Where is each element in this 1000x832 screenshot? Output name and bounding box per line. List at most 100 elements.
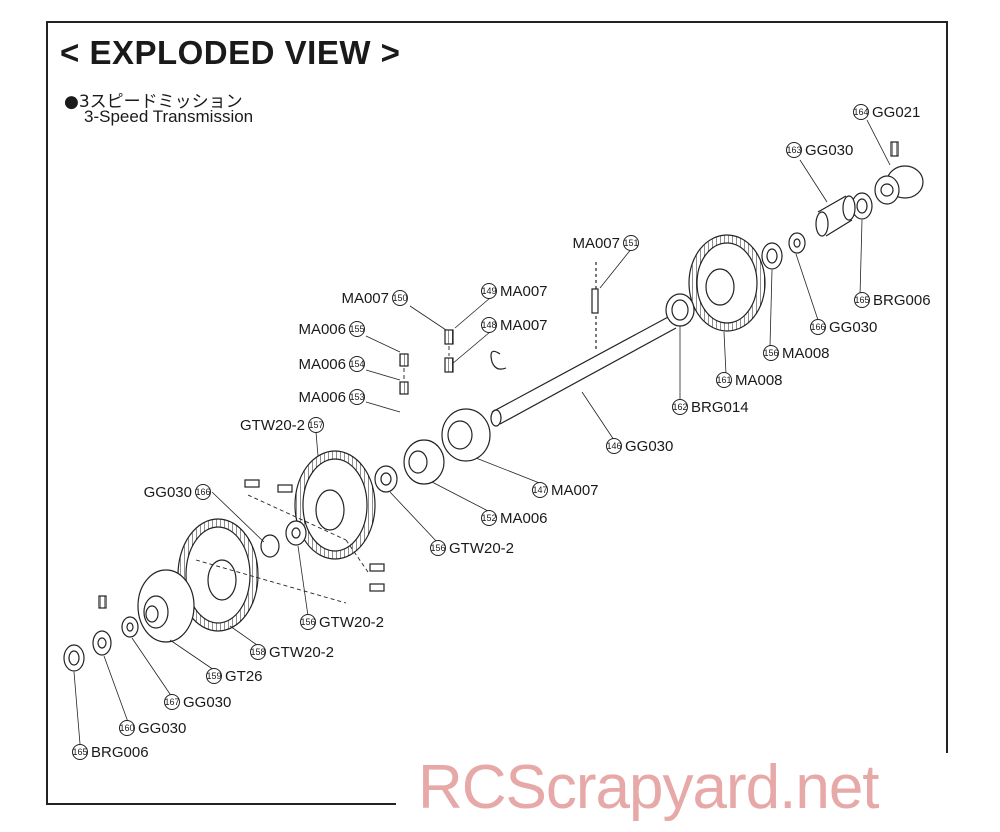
left-bearing bbox=[63, 644, 85, 672]
callout-number-circle bbox=[854, 292, 870, 308]
callout-part-code: GG030 bbox=[625, 438, 673, 455]
callout-number: 165 bbox=[72, 747, 87, 757]
callout-part-code: GTW20-2 bbox=[319, 614, 384, 631]
callout-part-code: MA007 bbox=[500, 317, 548, 334]
callout-number: 166 bbox=[195, 487, 210, 497]
callout-149-ma007: 149 MA007 bbox=[481, 283, 548, 300]
callout-part-code: MA008 bbox=[782, 345, 830, 362]
clip-ring bbox=[490, 350, 507, 370]
callout-152-ma006: 152 MA006 bbox=[481, 510, 548, 527]
callout-164-gg021: 164 GG021 bbox=[853, 104, 920, 121]
hub-159 bbox=[137, 569, 195, 643]
callout-number: 165 bbox=[854, 295, 869, 305]
callout-number-circle bbox=[481, 283, 497, 299]
callout-number-circle bbox=[623, 235, 639, 251]
parts-illustration bbox=[63, 119, 924, 745]
callout-part-code: MA007 bbox=[341, 290, 389, 307]
callout-number-circle bbox=[308, 417, 324, 433]
callout-number: 156 bbox=[300, 617, 315, 627]
callout-part-code: MA007 bbox=[572, 235, 620, 252]
bearing-147 bbox=[441, 408, 491, 462]
frame-bottom-border bbox=[46, 803, 396, 805]
callout-number: 157 bbox=[308, 420, 323, 430]
callout-number: 163 bbox=[786, 145, 801, 155]
callout-number: 159 bbox=[206, 671, 221, 681]
callout-number-circle bbox=[392, 290, 408, 306]
callout-147-ma007: 147 MA007 bbox=[532, 482, 599, 499]
gear-157 bbox=[294, 450, 376, 560]
washer-156 bbox=[374, 465, 398, 493]
callout-part-code: MA006 bbox=[298, 321, 346, 338]
callout-part-code: GTW20-2 bbox=[449, 540, 514, 557]
callout-part-code: MA007 bbox=[500, 283, 548, 300]
callout-part-code: BRG014 bbox=[691, 399, 749, 416]
callout-part-code: GG030 bbox=[138, 720, 186, 737]
callout-number: 146 bbox=[606, 441, 621, 451]
callout-number-circle bbox=[481, 510, 497, 526]
callout-number-circle bbox=[810, 319, 826, 335]
frame-top-border bbox=[46, 21, 948, 23]
leader-lines bbox=[73, 119, 891, 745]
callout-number: 152 bbox=[481, 513, 496, 523]
callout-number: 154 bbox=[349, 359, 364, 369]
callout-number: 164 bbox=[853, 107, 868, 117]
callout-number: 149 bbox=[481, 286, 496, 296]
callout-part-code: BRG006 bbox=[873, 292, 931, 309]
callout-part-code: BRG006 bbox=[91, 744, 149, 761]
callout-part-code: MA006 bbox=[298, 389, 346, 406]
callout-part-code: GG021 bbox=[872, 104, 920, 121]
callout-number: 167 bbox=[164, 697, 179, 707]
callout-number-circle bbox=[786, 142, 802, 158]
callout-159-gt26: 159 GT26 bbox=[206, 668, 263, 685]
callout-number-circle bbox=[164, 694, 180, 710]
callout-number-circle bbox=[672, 399, 688, 415]
callout-number: 161 bbox=[716, 375, 731, 385]
callout-number: 166 bbox=[810, 322, 825, 332]
callout-number-circle bbox=[481, 317, 497, 333]
callout-part-code: MA007 bbox=[551, 482, 599, 499]
callout-part-code: GTW20-2 bbox=[240, 417, 305, 434]
callout-number-circle bbox=[763, 345, 779, 361]
watermark-text: RCScrapyard.net bbox=[418, 753, 880, 822]
callout-156-ma008: 156 MA008 bbox=[763, 345, 830, 362]
callout-number: 160 bbox=[119, 723, 134, 733]
callout-number: 156 bbox=[763, 348, 778, 358]
callout-part-code: MA006 bbox=[500, 510, 548, 527]
frame-left-border bbox=[46, 21, 48, 803]
callout-part-code: GTW20-2 bbox=[269, 644, 334, 661]
callout-number: 158 bbox=[250, 647, 265, 657]
right-washers bbox=[761, 232, 806, 270]
callout-158-gtw20-2: 158 GTW20-2 bbox=[250, 644, 334, 661]
callout-number: 147 bbox=[532, 485, 547, 495]
callout-146-gg030: 146 GG030 bbox=[606, 438, 673, 455]
callout-156-gtw20-2: 156 GTW20-2 bbox=[430, 540, 514, 557]
callout-number-circle bbox=[206, 668, 222, 684]
left-collar bbox=[92, 595, 112, 656]
callout-number-circle bbox=[430, 540, 446, 556]
subtitle-japanese: ●3スピードミッション bbox=[64, 92, 243, 112]
callout-number-circle bbox=[349, 321, 365, 337]
callout-number-circle bbox=[532, 482, 548, 498]
right-bearing-brg014 bbox=[665, 293, 695, 327]
callout-part-code: GT26 bbox=[225, 668, 263, 685]
callout-number: 156 bbox=[430, 543, 445, 553]
washers-left bbox=[121, 520, 307, 638]
frame-right-border bbox=[946, 21, 948, 753]
callout-part-code: MA006 bbox=[298, 356, 346, 373]
main-shaft bbox=[490, 262, 677, 427]
callout-part-code: GG030 bbox=[144, 484, 192, 501]
